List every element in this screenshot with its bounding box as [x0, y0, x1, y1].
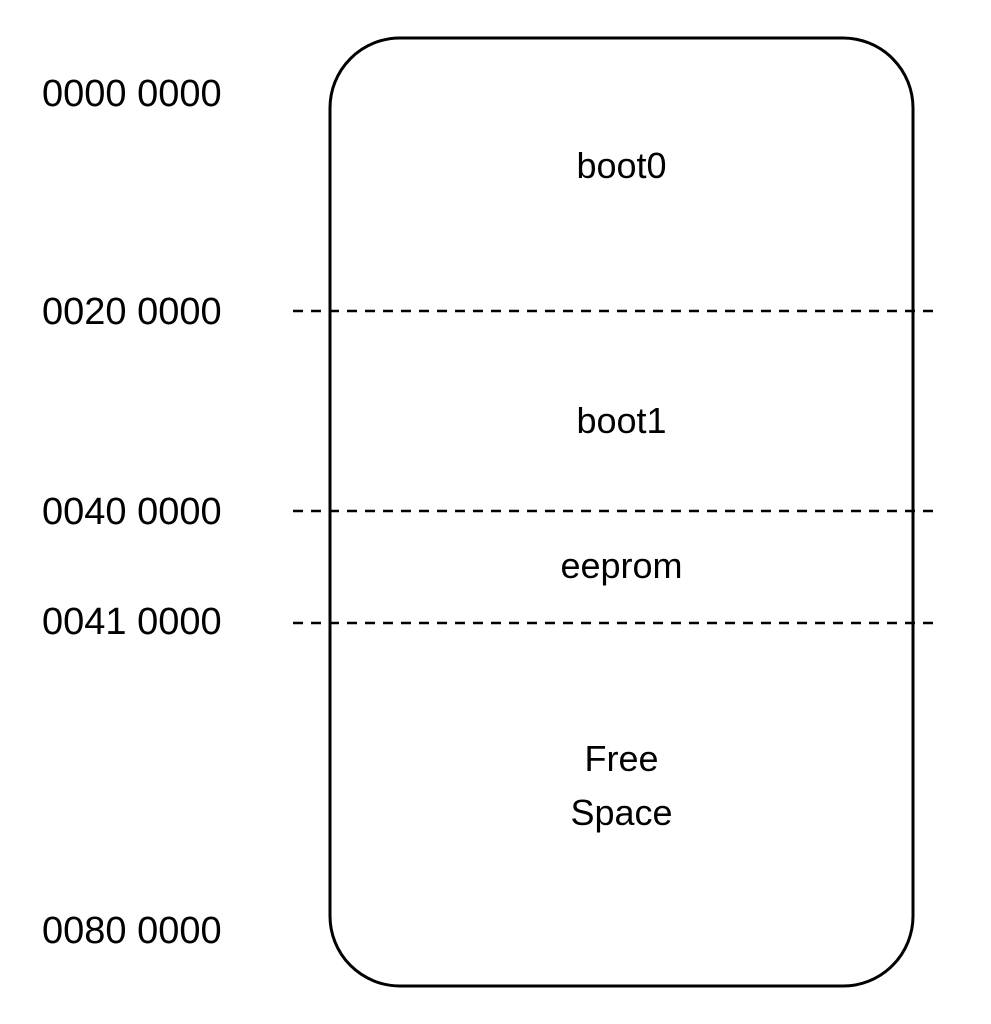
region-label-boot1: boot1 [576, 400, 667, 441]
address-label-0080-0000: 0080 0000 [42, 910, 222, 952]
region-label-eeprom: eeprom [560, 545, 683, 586]
region-label-free-space: Free Space [330, 732, 913, 840]
address-label-0020-0000: 0020 0000 [42, 291, 222, 333]
address-label-0040-0000: 0040 0000 [42, 491, 222, 533]
address-label-0000-0000: 0000 0000 [42, 73, 222, 115]
region-label-boot0: boot0 [576, 145, 667, 186]
free-space-line-1: Free [584, 738, 659, 779]
address-label-0041-0000: 0041 0000 [42, 601, 222, 643]
free-space-line-2: Space [570, 792, 673, 833]
